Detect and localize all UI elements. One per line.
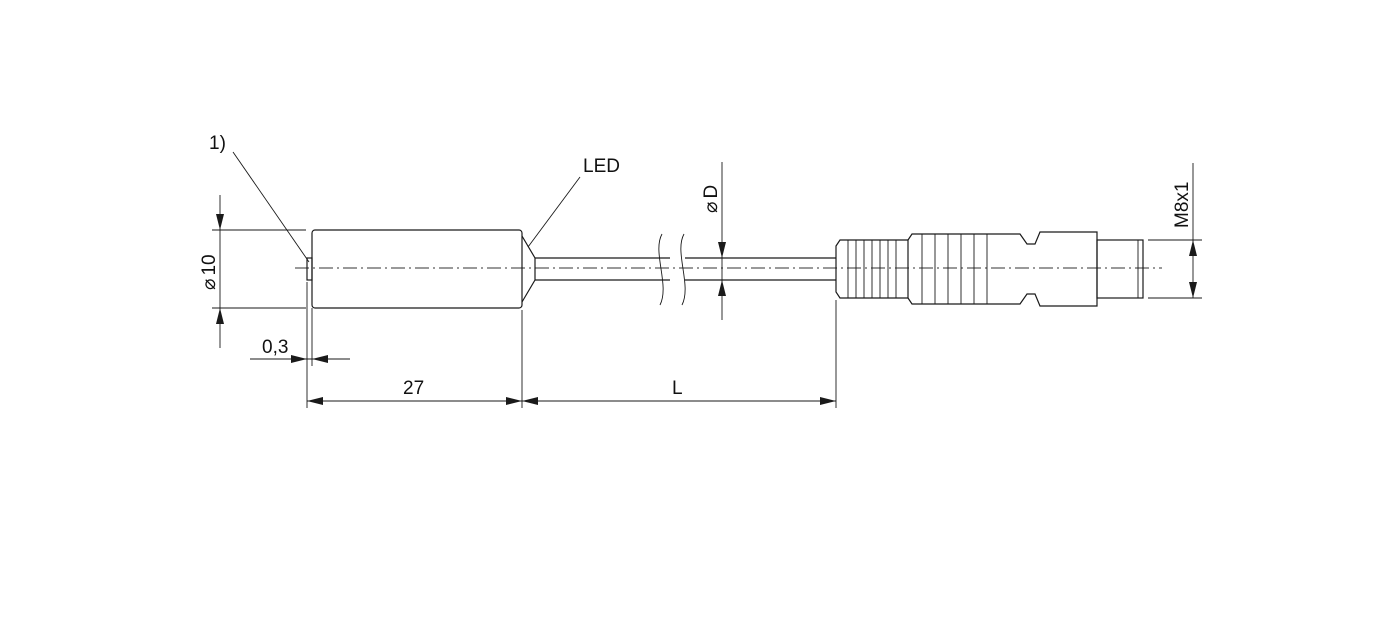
cable-break-mark <box>680 233 686 306</box>
note-label: 1) <box>209 133 226 154</box>
cable-diameter-dimension: ⌀D <box>701 162 726 320</box>
diameter-symbol: ⌀ <box>701 202 722 213</box>
body-length-label: 27 <box>403 378 424 399</box>
body-diameter-dimension: ⌀10 <box>199 195 306 348</box>
connector <box>835 231 1144 307</box>
led-label: LED <box>583 156 620 177</box>
cable-diameter-label: ⌀D <box>701 185 722 213</box>
thread-dimension: M8x1 <box>1148 163 1202 299</box>
cable-length-label: L <box>672 378 683 399</box>
cable-break-mark <box>658 233 664 306</box>
thread-label: M8x1 <box>1172 182 1193 228</box>
face-offset-dimension: 0,3 <box>250 337 350 363</box>
diameter-symbol: ⌀ <box>199 279 220 290</box>
cable <box>535 233 836 306</box>
sensor-body <box>306 229 536 309</box>
face-offset-label: 0,3 <box>262 337 288 358</box>
note-leader: 1) <box>209 133 310 263</box>
cable-length-dimension: L <box>522 378 836 405</box>
led-leader: LED <box>527 156 620 248</box>
body-length-dimension: 27 <box>307 378 522 405</box>
body-diameter-label: ⌀10 <box>199 254 220 290</box>
